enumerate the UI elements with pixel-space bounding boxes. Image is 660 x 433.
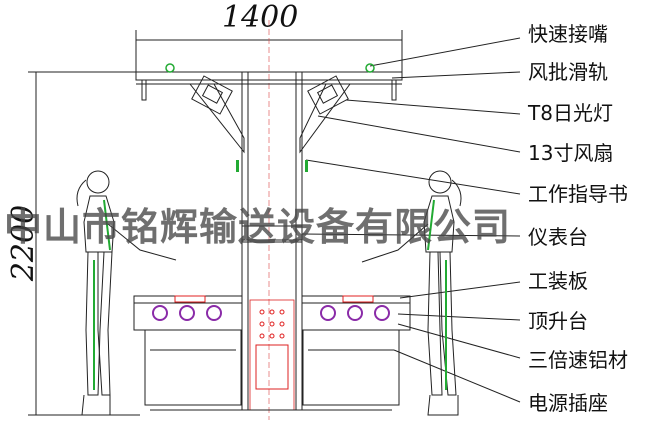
label-aluminum-profile: 三倍速铝材 [528,348,628,372]
center-cabinet-markers [259,309,285,339]
left-pulley-1 [152,305,168,321]
left-fan-inner [201,84,224,104]
left-pulley-2 [179,305,195,321]
right-fixture-plate [342,295,374,303]
leader-t8-light [345,99,521,115]
right-quick-connector [365,63,375,73]
right-operator-arm [361,223,429,263]
left-quick-connector [165,63,175,73]
label-t8-light: T8日光灯 [528,101,613,125]
left-cabinet [144,329,242,406]
label-fan: 13寸风扇 [528,141,614,165]
right-operator-leg-1 [427,251,443,396]
left-operator-shirt-stripe [103,199,111,251]
right-operator-figure [361,170,462,416]
company-watermark: 中山市铭辉输送设备有限公司 [4,205,512,249]
right-operator-hair [451,179,462,207]
left-fan-housing [191,75,233,115]
conveyor-details [152,63,390,339]
leader-aluminum-profile [397,323,521,359]
right-operator-torso [423,195,455,253]
right-pulley-3 [374,305,390,321]
right-operator-leg-2 [439,251,457,396]
label-power-socket: 电源插座 [528,391,608,415]
central-column [241,71,303,241]
left-diagonal-brace [188,83,245,154]
center-cabinet-door [255,344,289,390]
leader-instrument-panel [301,233,521,237]
left-operator-leg-2 [97,251,113,396]
label-work-instruction: 工作指导书 [528,182,628,206]
label-fixture-plate: 工装板 [528,269,588,293]
left-operator-head [86,170,110,194]
left-pulley-3 [206,305,222,321]
left-instruction-holder [236,160,239,172]
leader-fan [317,115,521,153]
left-end-bracket [141,79,147,101]
leader-quick-connector [369,37,521,67]
leader-fixture-plate [399,281,521,299]
left-operator-arm [107,223,177,261]
left-fixture-plate [174,295,206,303]
right-cabinet [302,329,400,406]
right-end-bracket [391,79,397,101]
label-lift-table: 顶升台 [528,309,588,333]
left-operator-shoes [81,394,111,416]
center-power-cabinet [249,299,295,411]
right-instruction-holder [305,160,308,172]
leader-work-instruction [305,159,521,195]
right-operator-shoes [427,394,459,416]
width-dimension-text: 1400 [222,0,299,35]
label-quick-connector: 快速接嘴 [528,22,608,46]
right-operator-shirt-stripe [427,199,435,251]
left-operator-leg-1 [85,251,105,396]
right-fan-inner [316,84,339,104]
right-operator-head [428,170,452,194]
left-operator-hair [76,179,87,207]
right-pulley-1 [320,305,336,321]
leader-lift-table [397,313,521,321]
right-fan-housing [307,75,349,115]
left-operator-figure [76,170,177,416]
leader-power-socket [393,349,521,403]
label-screwdriver-rail: 风批滑轨 [528,60,608,84]
right-pulley-2 [347,305,363,321]
right-conveyor-frame [301,295,411,331]
leader-screwdriver-rail [391,71,521,79]
label-instrument-panel: 仪表台 [528,225,588,249]
left-conveyor-frame [133,295,243,331]
right-diagonal-brace [299,83,351,154]
